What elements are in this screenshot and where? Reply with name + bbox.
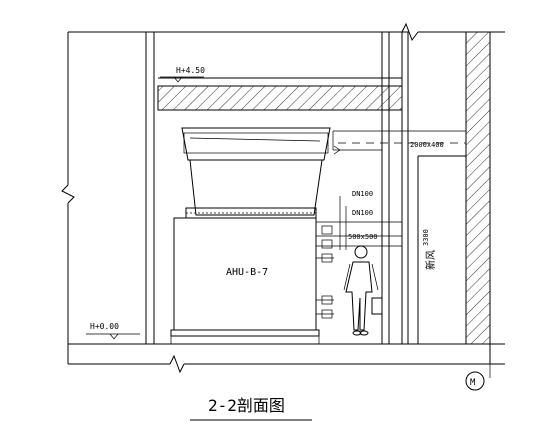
floor-elevation-marker: H+0.00 xyxy=(86,322,140,340)
floor-slab xyxy=(157,77,403,111)
axis-label: M xyxy=(470,378,476,388)
duct-size-small-label: 500x500 xyxy=(348,233,378,241)
pipe-2-label: DN100 xyxy=(352,209,373,217)
fresh-duct-size-text: 2000x400 xyxy=(410,141,444,149)
axis-bubble: M xyxy=(465,371,485,391)
ahu-label: AHU-B-7 xyxy=(226,267,268,278)
title-text: 2-2剖面图 xyxy=(208,396,285,415)
drawing-title: 2-2剖面图 xyxy=(190,396,312,421)
floor-elevation-text: H+0.00 xyxy=(90,322,119,331)
pipe-1-label: DN100 xyxy=(352,190,373,198)
top-elevation-marker: H+4.50 xyxy=(160,66,205,83)
fresh-air-duct: 2000x400 新风 3300 xyxy=(332,130,466,344)
fresh-air-label: 新风 xyxy=(424,250,437,270)
height-dimension-text: 3300 xyxy=(422,229,430,246)
person-figure xyxy=(343,245,383,336)
building-frame xyxy=(61,22,505,374)
piping: DN100 DN100 500x500 xyxy=(316,190,402,319)
top-elevation-text: H+4.50 xyxy=(176,66,205,75)
columns xyxy=(145,31,409,345)
ahu-upper-section xyxy=(181,127,331,219)
exterior-wall xyxy=(465,31,491,378)
ahu-unit: AHU-B-7 xyxy=(170,217,320,345)
